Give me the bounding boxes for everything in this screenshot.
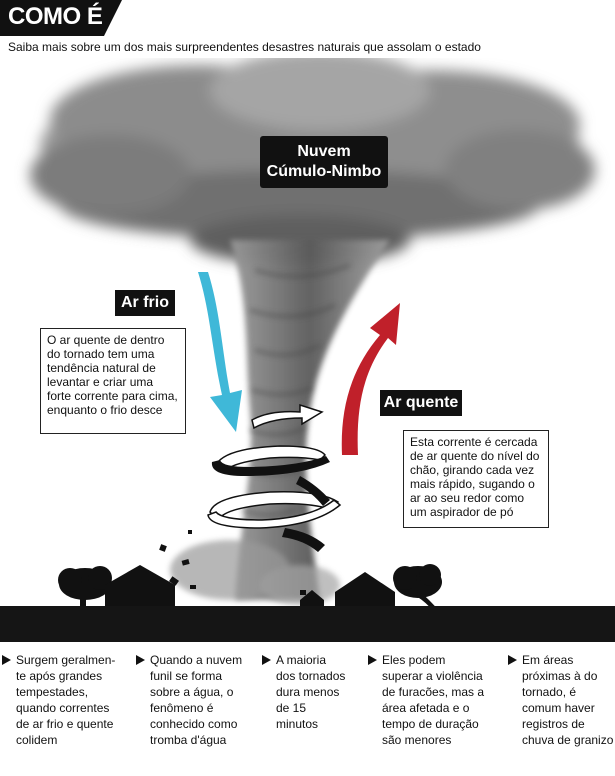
tornado-funnel <box>230 240 390 600</box>
cloud-label-line-2: Cúmulo-Nimbo <box>266 163 382 180</box>
page-subtitle: Saiba mais sobre um dos mais surpreenden… <box>8 40 481 54</box>
header-title-bar: COMO É <box>0 0 122 36</box>
fact-line: Eles podem <box>382 653 446 667</box>
note-line: ar ao seu redor como <box>410 491 525 505</box>
hot-air-arrow <box>341 303 400 455</box>
page-title: COMO É <box>8 3 103 30</box>
fact-line: conhecido como <box>150 717 238 731</box>
note-line: enquanto o frio desce <box>47 403 163 417</box>
warm-air-note: O ar quente de dentro do tornado tem uma… <box>40 328 186 434</box>
fact-line: Surgem geralmen- <box>16 653 116 667</box>
ground-strip <box>0 606 615 642</box>
hot-air-label: Ar quente <box>380 390 462 416</box>
note-line: chão, girando cada vez <box>410 463 535 477</box>
fact-line: registros de <box>522 717 585 731</box>
note-line: Esta corrente é cercada <box>410 435 538 449</box>
fact-line: fenômeno é <box>150 701 214 715</box>
fact-line: Quando a nuvem <box>150 653 243 667</box>
fact-line: Em áreas <box>522 653 574 667</box>
fact-line: funil se forma <box>150 669 223 683</box>
fact-line: chuva de granizo <box>522 733 614 747</box>
left-tree <box>58 566 112 615</box>
note-line: de ar quente do nível do <box>410 449 540 463</box>
fact-line: quando correntes <box>16 701 110 715</box>
debris-cloud <box>170 540 340 605</box>
fact-line: área afetada e o <box>382 701 470 715</box>
note-line: O ar quente de dentro <box>47 333 165 347</box>
bullet-triangle-icon <box>2 655 11 665</box>
fact-line: tempo de duração <box>382 717 479 731</box>
current-note: Esta corrente é cercada de ar quente do … <box>403 430 549 528</box>
bullet-triangle-icon <box>262 655 271 665</box>
bullet-triangle-icon <box>508 655 517 665</box>
fact-line: tornado, é <box>522 685 577 699</box>
right-tree <box>393 564 442 612</box>
note-line: do tornado tem uma <box>47 347 155 361</box>
note-line: forte corrente para cima, <box>47 389 178 403</box>
fact-line: colidem <box>16 733 58 747</box>
bullet-triangle-icon <box>368 655 377 665</box>
cold-air-label: Ar frio <box>115 290 175 316</box>
note-line: levantar e criar uma <box>47 375 154 389</box>
note-line: mais rápido, sugando o <box>410 477 535 491</box>
spiral-air-bands <box>207 403 342 552</box>
fact-line: sobre a água, o <box>150 685 234 699</box>
fact-line: tromba d'água <box>150 733 227 747</box>
cold-air-arrow <box>198 272 242 432</box>
left-house <box>105 565 175 612</box>
fact-line: são menores <box>382 733 452 747</box>
fact-line: de furacões, mas a <box>382 685 485 699</box>
fact-line: tempestades, <box>16 685 89 699</box>
bullet-triangle-icon <box>136 655 145 665</box>
facts-row: Surgem geralmen- te após grandes tempest… <box>0 648 615 776</box>
fact-line: dos tornados <box>276 669 346 683</box>
note-line: tendência natural de <box>47 361 156 375</box>
fact-line: de ar frio e quente <box>16 717 114 731</box>
fact-line: comum haver <box>522 701 595 715</box>
cloud-label: Nuvem Cúmulo-Nimbo <box>260 136 388 188</box>
fact-line: A maioria <box>276 653 327 667</box>
fact-line: te após grandes <box>16 669 103 683</box>
fact-line: próximas à do <box>522 669 598 683</box>
fact-line: de 15 <box>276 701 307 715</box>
cloud-label-line-1: Nuvem <box>297 143 351 160</box>
note-line: um aspirador de pó <box>410 505 514 519</box>
fact-line: superar a violência <box>382 669 483 683</box>
fact-line: dura menos <box>276 685 340 699</box>
fact-line: minutos <box>276 717 319 731</box>
